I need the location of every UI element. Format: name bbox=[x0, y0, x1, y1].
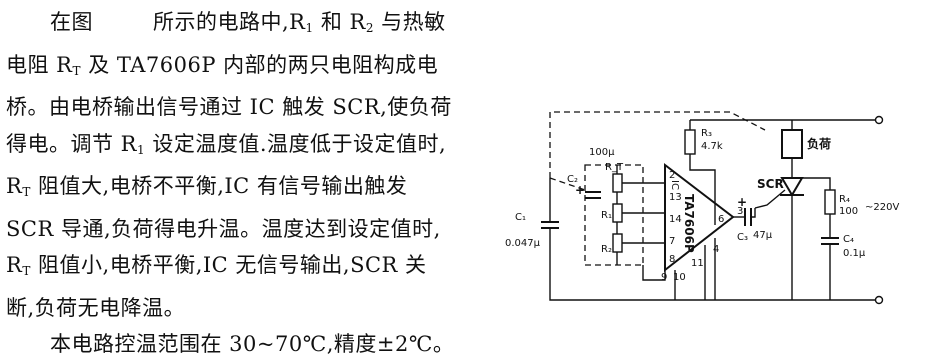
load-box bbox=[781, 129, 803, 159]
text-seg: 得电。调节 R bbox=[6, 131, 137, 156]
ic-label: TA7606P bbox=[682, 194, 696, 253]
wire bbox=[792, 177, 831, 190]
rt-resistor bbox=[612, 173, 623, 193]
r4-value: 100 bbox=[839, 206, 858, 217]
text-seg: 阻值大,电桥不平衡,IC 有信号输出触发 bbox=[38, 174, 408, 198]
r1-label: R₁ bbox=[601, 210, 612, 221]
pin-label: 9 bbox=[661, 272, 667, 283]
terminal-bottom bbox=[874, 295, 884, 305]
text-seg: R bbox=[6, 174, 23, 198]
pin-label: 3 bbox=[737, 206, 743, 217]
wire bbox=[751, 208, 756, 218]
pin-label: 11 bbox=[691, 258, 704, 269]
text-seg: 设定温度值.温度低于设定值时, bbox=[152, 131, 447, 156]
c2-label: C₂ bbox=[567, 174, 578, 185]
load-label: 负荷 bbox=[807, 136, 831, 151]
subscript: T bbox=[72, 63, 82, 78]
text-seg: 所示的电路中,R bbox=[153, 10, 306, 34]
thermal-coupling-line bbox=[549, 177, 586, 191]
c2-value: 100μ bbox=[589, 147, 615, 158]
ic-amplifier bbox=[664, 162, 735, 273]
c3-value: 47μ bbox=[753, 230, 773, 241]
c1-value: 0.047μ bbox=[505, 238, 541, 249]
r4-resistor bbox=[824, 189, 836, 215]
subscript: T bbox=[22, 185, 31, 199]
terminal-top bbox=[874, 115, 884, 125]
pin-label: 10 bbox=[673, 272, 686, 283]
bottom-rail bbox=[549, 265, 875, 301]
c3-label: C₃ bbox=[737, 232, 748, 243]
text-line-1: 在图 所示的电路中,R1 和 R2 与热敏 bbox=[6, 4, 506, 47]
circuit-svg: R₃ 4.7k 6 负荷 SCR R₄ 100 ~220V C₄ 0.1μ bbox=[505, 111, 899, 305]
c3-capacitor bbox=[744, 208, 752, 226]
pin-label: 14 bbox=[669, 214, 682, 225]
wire bbox=[642, 265, 666, 281]
wire bbox=[622, 182, 665, 244]
pin-label: 8 bbox=[669, 254, 675, 265]
text-line-5: RT 阻值大,电桥不平衡,IC 有信号输出触发 bbox=[6, 168, 506, 211]
description-text: 在图所示的电路中,R1 和 R2 与热敏 电阻 RT 及 TA7606P 内部的… bbox=[6, 4, 506, 363]
r3-resistor bbox=[684, 129, 696, 155]
circuit-diagram: R₃ 4.7k 6 负荷 SCR R₄ 100 ~220V C₄ 0.1μ bbox=[505, 70, 920, 310]
c3-plus: + bbox=[737, 195, 747, 209]
r3-label: R₃ bbox=[701, 128, 712, 139]
subscript: 1 bbox=[305, 21, 314, 35]
wire bbox=[674, 238, 716, 300]
pin-label: 4 bbox=[713, 244, 719, 255]
page: 在图所示的电路中,R1 和 R2 与热敏 电阻 RT 及 TA7606P 内部的… bbox=[6, 10, 920, 356]
r2-label: R₂ bbox=[601, 244, 612, 255]
text-seg: 与热敏 bbox=[381, 10, 446, 34]
r1-resistor bbox=[612, 203, 623, 223]
text-line-3: 桥。由电桥输出信号通过 IC 触发 SCR,使负荷 bbox=[6, 95, 452, 119]
c4-value: 0.1μ bbox=[843, 248, 866, 259]
text-seg: 及 TA7606P 内部的两只电阻构成电 bbox=[88, 52, 439, 77]
text-line-4: 得电。调节 R1 设定温度值.温度低于设定值时, bbox=[6, 126, 506, 169]
c4-label: C₄ bbox=[843, 234, 854, 245]
c4-capacitor bbox=[821, 237, 839, 245]
c2-plus: + bbox=[575, 183, 585, 197]
c1-capacitor bbox=[541, 221, 559, 229]
ac-label: ~220V bbox=[865, 202, 899, 213]
text-seg: 电阻 R bbox=[6, 52, 73, 77]
text-line-9: 本电路控温范围在 30~70℃,精度±2℃。 bbox=[50, 332, 455, 356]
pin-label: 2 bbox=[669, 170, 675, 181]
c2-capacitor bbox=[585, 191, 601, 199]
scr-label: SCR bbox=[757, 177, 784, 191]
subscript: T bbox=[22, 264, 31, 278]
r4-label: R₄ bbox=[839, 194, 850, 205]
scr-gate-wire bbox=[754, 189, 786, 209]
r3-value: 4.7k bbox=[701, 141, 723, 152]
wire bbox=[689, 154, 716, 225]
text-seg: 阻值小,电桥平衡,IC 无信号输出,SCR 关 bbox=[38, 253, 427, 277]
text-line-2: 电阻 RT 及 TA7606P 内部的两只电阻构成电 bbox=[6, 47, 506, 90]
pin-label: 13 bbox=[669, 192, 682, 203]
subscript: 1 bbox=[137, 142, 146, 157]
pin-label: 6 bbox=[718, 214, 724, 225]
subscript: 2 bbox=[365, 21, 374, 35]
text-line-7: RT 阻值小,电桥平衡,IC 无信号输出,SCR 关 bbox=[6, 247, 506, 290]
text-line-8: 断,负荷无电降温。 bbox=[6, 295, 186, 320]
rt-label: R_T bbox=[605, 162, 624, 173]
thermal-coupling-line bbox=[549, 111, 766, 178]
text-seg: R bbox=[6, 253, 23, 277]
ic-tag: IC bbox=[669, 180, 680, 190]
scr-symbol bbox=[780, 177, 804, 197]
text-seg: 和 R bbox=[320, 10, 366, 34]
pin-label: 7 bbox=[669, 236, 675, 247]
text-seg: 在图 bbox=[50, 10, 93, 34]
c1-label: C₁ bbox=[515, 212, 526, 223]
bridge-box bbox=[584, 164, 644, 266]
r2-resistor bbox=[612, 233, 623, 253]
text-line-6: SCR 导通,负荷得电升温。温度达到设定值时, bbox=[6, 216, 441, 241]
